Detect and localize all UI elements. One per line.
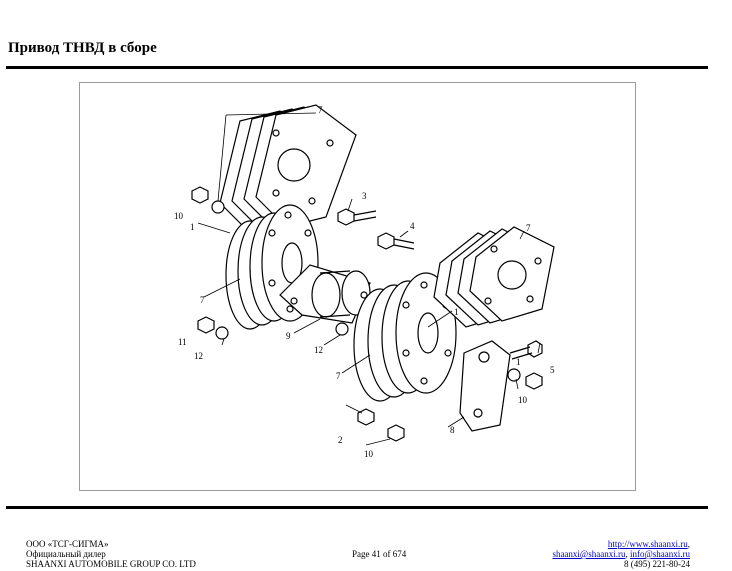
gasket-stack-upper-left bbox=[219, 104, 357, 234]
callout-12b: 12 bbox=[314, 345, 323, 355]
footer-group: SHAANXI AUTOMOBILE GROUP CO. LTD bbox=[26, 559, 196, 569]
callout-8: 8 bbox=[450, 425, 455, 435]
callout-10a: 10 bbox=[174, 211, 184, 221]
callout-5: 5 bbox=[550, 365, 555, 375]
flange-disks-left bbox=[225, 204, 319, 330]
website-link[interactable]: http://www.shaanxi.ru bbox=[607, 539, 688, 549]
footer-website-line: http://www.shaanxi.ru, bbox=[608, 539, 690, 549]
leader-lines bbox=[197, 112, 541, 446]
footer-company: ООО «ТСГ-СИГМА» bbox=[26, 539, 109, 549]
page-title: Привод ТНВД в сборе bbox=[8, 40, 157, 56]
callout-4: 4 bbox=[410, 221, 415, 231]
email-link-shaanxi[interactable]: shaanxi@shaanxi.ru bbox=[552, 549, 626, 559]
page-number: Page 41 of 674 bbox=[352, 549, 407, 559]
footer-phone: 8 (495) 221-80-24 bbox=[624, 559, 690, 569]
callout-1a: 1 bbox=[190, 222, 195, 232]
callout-7c: 7 bbox=[200, 295, 205, 305]
footer-emails-line: shaanxi@shaanxi.ru, info@shaanxi.ru bbox=[552, 549, 690, 559]
separator-comma: , bbox=[625, 549, 628, 559]
coupling-flange-9 bbox=[279, 264, 371, 324]
email-link-info[interactable]: info@shaanxi.ru bbox=[629, 549, 690, 559]
footer-dealer: Официальный дилер bbox=[26, 549, 106, 559]
flange-disks-right bbox=[353, 272, 457, 402]
callout-9: 9 bbox=[286, 331, 291, 341]
callout-1c: 1 bbox=[516, 357, 521, 367]
callout-1b: 1 bbox=[454, 307, 459, 317]
fasteners bbox=[191, 186, 543, 442]
callout-labels: 7 3 10 1 4 7 7 1 9 11 12 12 7 1 5 10 8 2… bbox=[174, 105, 555, 459]
callout-12a: 12 bbox=[194, 351, 203, 361]
gasket-stack-right bbox=[433, 226, 555, 328]
exploded-view-svg: 7 3 10 1 4 7 7 1 9 11 12 12 7 1 5 10 8 2… bbox=[174, 104, 555, 459]
assembly-drawing: 7 3 10 1 4 7 7 1 9 11 12 12 7 1 5 10 8 2… bbox=[79, 82, 636, 491]
callout-7b: 7 bbox=[526, 223, 531, 233]
callout-2: 2 bbox=[338, 435, 343, 445]
separator-comma: , bbox=[687, 539, 690, 549]
callout-7a: 7 bbox=[318, 105, 323, 115]
callout-7d: 7 bbox=[336, 371, 341, 381]
footer-rule bbox=[6, 506, 708, 509]
callout-10b: 10 bbox=[518, 395, 528, 405]
header-rule bbox=[6, 66, 708, 69]
callout-3: 3 bbox=[362, 191, 367, 201]
callout-11: 11 bbox=[178, 337, 187, 347]
callout-10c: 10 bbox=[364, 449, 374, 459]
clamp-bracket-8 bbox=[459, 340, 511, 432]
